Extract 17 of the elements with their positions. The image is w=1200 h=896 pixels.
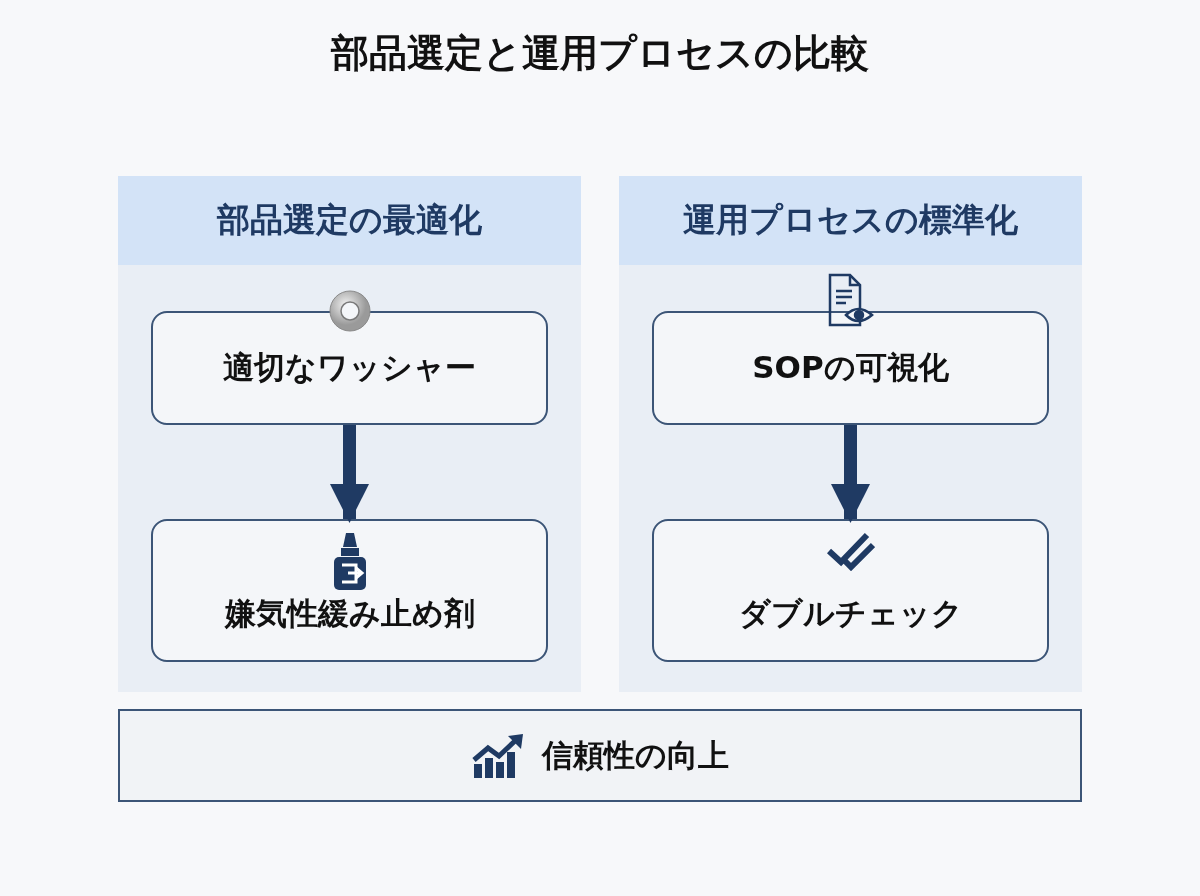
step-label: 信頼性の向上: [541, 735, 729, 775]
step-label: ダブルチェック: [738, 593, 963, 633]
arrow: [330, 425, 369, 523]
step-box: [151, 519, 548, 662]
category-panel: [619, 176, 1082, 692]
panel-title: 部品選定の最適化: [217, 199, 482, 241]
step-label: 嫌気性緩み止め剤: [224, 593, 475, 633]
step-box: [151, 311, 548, 425]
step-box: [652, 311, 1049, 425]
step-box: [652, 519, 1049, 662]
arrow: [831, 425, 870, 523]
diagram-title: 部品選定と運用プロセスの比較: [329, 30, 870, 77]
step-label: SOPの可視化: [752, 348, 949, 387]
panel-title: 運用プロセスの標準化: [683, 199, 1018, 241]
result-box: [118, 709, 1082, 802]
step-label: 適切なワッシャー: [223, 348, 476, 387]
category-panel: [118, 176, 581, 692]
